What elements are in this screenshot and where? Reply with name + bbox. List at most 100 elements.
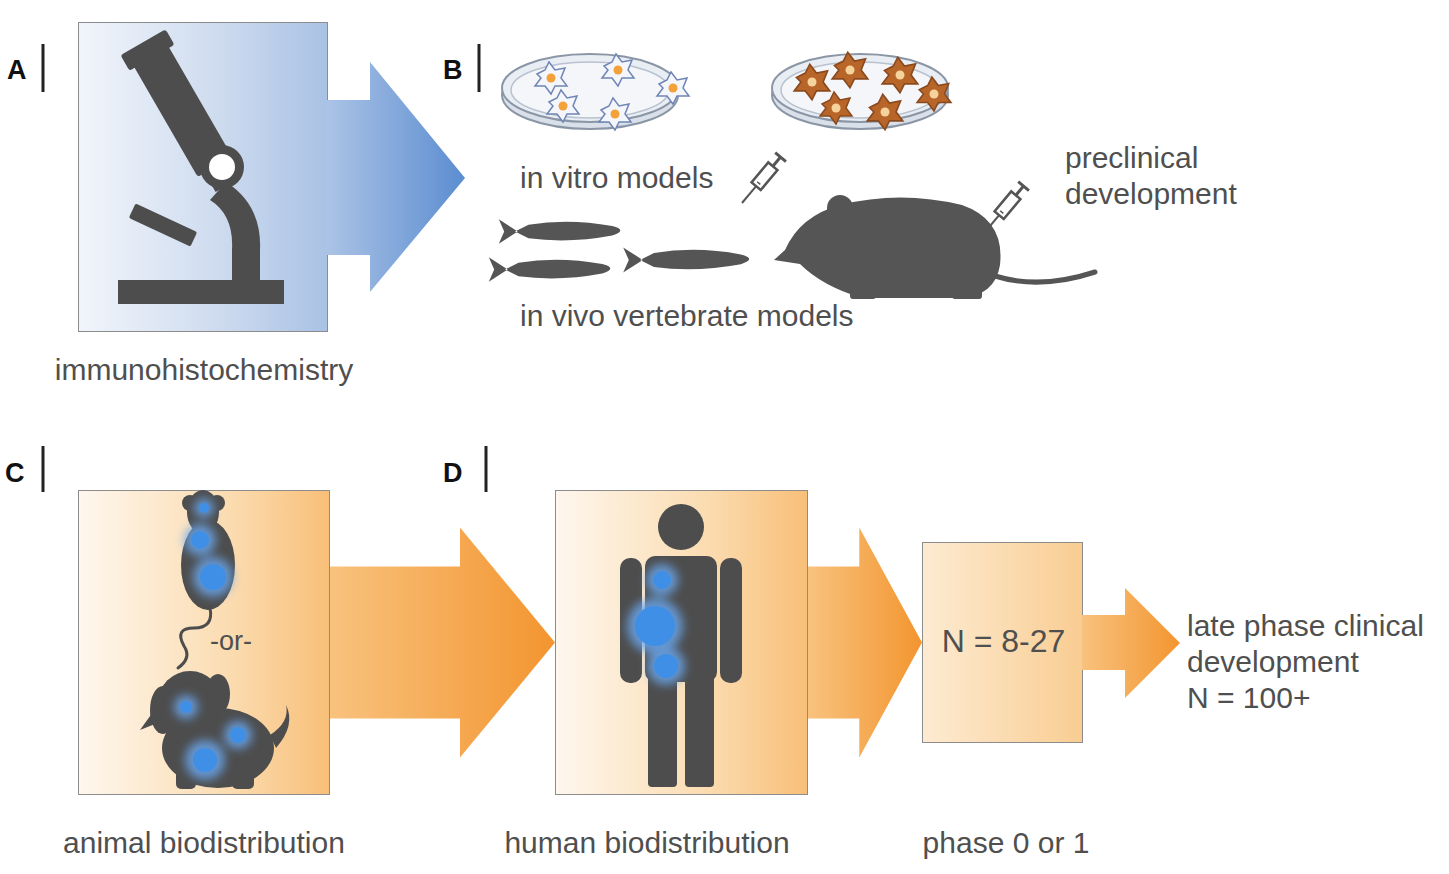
human-icon (646, 564, 678, 596)
box-caption: animal biodistribution (63, 826, 345, 860)
microscope-icon (133, 44, 233, 177)
stage-box: human biodistribution (555, 490, 808, 795)
human-icon (720, 558, 742, 683)
mouse-icon (184, 524, 216, 556)
rat-icon (774, 195, 1095, 299)
mouse-icon (182, 495, 198, 511)
petri-dish (599, 98, 631, 130)
microscope-icon (129, 203, 197, 246)
rat-icon (850, 290, 876, 299)
stage-label: preclinical development (1065, 140, 1265, 212)
syringe-icon (737, 153, 786, 208)
box-text: N = 8-27 (942, 624, 1066, 658)
dog-icon (180, 701, 246, 772)
petri-dish (832, 104, 841, 113)
human-icon (658, 504, 704, 550)
human-icon (627, 564, 685, 685)
petri-dish (820, 92, 852, 124)
panel-letter: D (443, 455, 463, 491)
flow-arrow (327, 62, 465, 292)
petri-dish (611, 110, 620, 119)
mouse-icon (194, 498, 214, 518)
petri-dish (867, 94, 903, 130)
petri-dish (547, 90, 579, 122)
human-icon (648, 672, 677, 787)
petri-dish (882, 57, 918, 93)
human-icon (620, 504, 742, 787)
box-caption: human biodistribution (504, 826, 789, 860)
petri-dish (772, 52, 951, 130)
mouse-icon (184, 498, 233, 597)
stage-label: in vivo vertebrate models (520, 298, 854, 334)
box-caption: immunohistochemistry (55, 353, 353, 387)
dog-icon (270, 705, 289, 748)
box-caption: phase 0 or 1 (923, 826, 1090, 860)
microscope-icon (210, 182, 260, 282)
mouse-icon (200, 564, 226, 590)
petri-dish (794, 64, 830, 100)
flow-arrow (808, 528, 922, 758)
stage-label: late phase clinical development (1187, 608, 1437, 680)
petri-dish (547, 66, 678, 119)
panel-bar (42, 446, 45, 492)
stage-label: in vitro models (520, 160, 713, 196)
microscope-icon (200, 145, 244, 189)
petri-dish (669, 84, 678, 93)
human-icon (620, 558, 642, 683)
dog-icon (230, 727, 246, 743)
microscope-icon (118, 29, 284, 304)
petri-dish (930, 90, 939, 99)
petri-dish (772, 54, 948, 122)
petri-dish (808, 78, 817, 87)
petri-dish (535, 62, 567, 94)
dog-icon (162, 708, 274, 788)
method-box: immunohistochemistry (78, 22, 328, 332)
dog-icon (180, 701, 192, 713)
dog-icon (150, 686, 176, 734)
petri-dish (881, 108, 890, 117)
petri-dish (559, 102, 568, 111)
panel-letter: C (5, 455, 25, 491)
human-icon (653, 571, 671, 589)
petri-dish (896, 71, 905, 80)
mouse-icon (178, 490, 235, 668)
petri-dish (808, 66, 939, 117)
petri-dish (511, 62, 669, 118)
microscope-icon (120, 29, 174, 71)
dog-icon (224, 721, 252, 749)
mouse-icon (209, 495, 225, 511)
petri-dish (547, 74, 556, 83)
microscope-icon (209, 154, 235, 180)
petri-dish (502, 61, 678, 129)
petri-dish (502, 54, 678, 122)
rat-icon (952, 290, 982, 299)
zebrafish-icon (489, 219, 749, 281)
dog-icon (140, 705, 160, 730)
mouse-icon (181, 520, 235, 610)
petri-dish (602, 54, 634, 86)
dog-icon (206, 674, 230, 714)
stage-box: -or-animal biodistribution (78, 490, 330, 795)
human-icon (620, 504, 742, 787)
mouse-icon (191, 503, 226, 590)
syringe-icon (980, 182, 1029, 237)
syringe-icon (737, 153, 1029, 237)
rat-icon (827, 195, 853, 221)
dog-icon (174, 695, 252, 780)
petri-dish (614, 66, 623, 75)
microscope-icon (118, 280, 284, 304)
human-icon (627, 598, 683, 654)
human-icon (645, 556, 717, 682)
dog-icon (140, 671, 289, 789)
human-icon (654, 654, 678, 678)
box-text: -or- (210, 624, 252, 658)
microscope-icon (120, 29, 248, 199)
panel-letter: A (7, 52, 27, 88)
dog-icon (193, 748, 217, 772)
petri-dish (832, 52, 868, 88)
panel-bar (485, 446, 488, 492)
dog-icon (176, 765, 196, 789)
petri-dish (535, 54, 689, 130)
